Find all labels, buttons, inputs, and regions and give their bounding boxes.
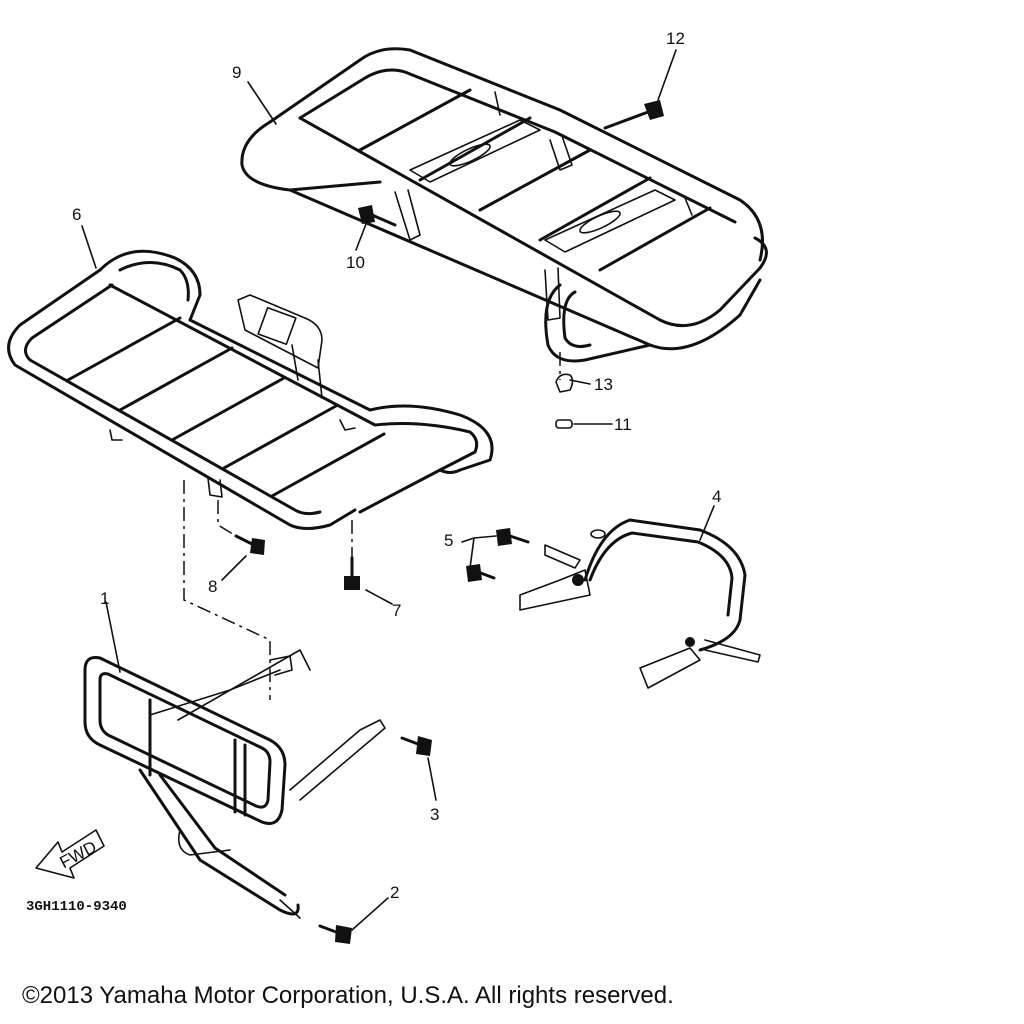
- callout-11: 11: [614, 415, 632, 434]
- front-guard-part-1: [83, 649, 386, 919]
- callout-5: 5: [444, 531, 453, 550]
- leader-lines: [81, 49, 715, 931]
- copyright-notice: ©2013 Yamaha Motor Corporation, U.S.A. A…: [22, 982, 674, 1009]
- fwd-arrow-icon: FWD: [35, 829, 105, 879]
- diagram-code: 3GH1110-9340: [26, 899, 127, 915]
- bolt-5a: [496, 528, 530, 546]
- bolt-2: [318, 924, 352, 944]
- callout-2: 2: [390, 883, 399, 902]
- bolt-7: [344, 556, 360, 590]
- callout-12: 12: [666, 29, 685, 48]
- callout-labels: 9 12 10 6 13 11 4 5 8 7 1 3 2: [72, 29, 721, 902]
- callout-6: 6: [72, 205, 81, 224]
- front-carrier-part-6: [7, 249, 494, 530]
- callout-1: 1: [100, 589, 109, 608]
- bolt-10: [358, 205, 397, 227]
- callout-4: 4: [712, 487, 721, 506]
- bolt-12: [603, 100, 664, 130]
- callout-7: 7: [392, 601, 401, 620]
- rear-carrier-part-9: [240, 47, 768, 363]
- rear-bracket-part-4: [519, 518, 761, 689]
- callout-13: 13: [594, 375, 613, 394]
- clamp-13: [555, 373, 574, 393]
- callout-9: 9: [232, 63, 241, 82]
- bolt-3: [400, 736, 432, 756]
- callout-10: 10: [346, 253, 365, 272]
- assembly-lines: [183, 352, 561, 700]
- pin-11: [555, 419, 573, 429]
- bolt-8: [234, 534, 265, 555]
- callout-3: 3: [430, 805, 439, 824]
- callout-8: 8: [208, 577, 217, 596]
